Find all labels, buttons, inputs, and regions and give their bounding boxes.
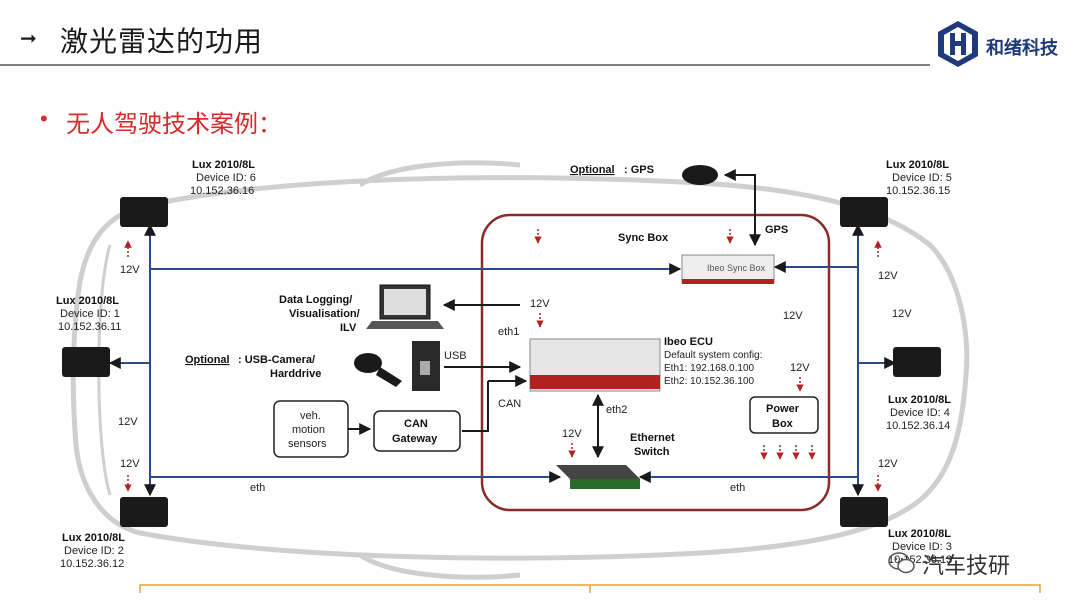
svg-text:ILV: ILV — [340, 322, 357, 334]
svg-text:veh.: veh. — [300, 410, 321, 422]
svg-text:Lux 2010/8L: Lux 2010/8L — [888, 394, 951, 406]
page-title: 激光雷达的功用 — [60, 26, 264, 57]
svg-text:: USB-Camera/: : USB-Camera/ — [238, 354, 315, 366]
svg-text:Eth2: 10.152.36.100: Eth2: 10.152.36.100 — [664, 376, 755, 387]
svg-text:Box: Box — [772, 418, 794, 430]
usb-camera: Optional : USB-Camera/ Harddrive USB — [185, 341, 522, 391]
svg-text:Eth1: 192.168.0.100: Eth1: 192.168.0.100 — [664, 363, 755, 374]
ecu-zone-frame — [480, 213, 831, 512]
svg-text:Lux 2010/8L: Lux 2010/8L — [62, 532, 125, 544]
svg-text:motion: motion — [292, 424, 325, 436]
svg-text:Device ID: 3: Device ID: 3 — [892, 541, 952, 553]
wechat-icon — [888, 552, 915, 574]
section-subtitle: 无人驾驶技术案例： — [66, 111, 282, 138]
svg-text:Lux 2010/8L: Lux 2010/8L — [192, 159, 255, 171]
ethernet-switch: Ethernet Switch eth eth — [250, 432, 745, 494]
svg-text:12V: 12V — [120, 458, 140, 470]
svg-text:12V: 12V — [120, 264, 140, 276]
svg-text:10.152.36.12: 10.152.36.12 — [60, 558, 124, 570]
svg-text:12V: 12V — [878, 270, 898, 282]
svg-text:eth: eth — [250, 482, 265, 494]
svg-text:Ibeo Sync Box: Ibeo Sync Box — [707, 263, 766, 273]
lidar-system-diagram: Lux 2010/8L Device ID: 6 10.152.36.16 Lu… — [56, 159, 1041, 593]
svg-text:Lux 2010/8L: Lux 2010/8L — [56, 295, 119, 307]
svg-text:Ethernet: Ethernet — [630, 432, 675, 444]
svg-text:Visualisation/: Visualisation/ — [289, 308, 360, 320]
svg-text:Optional: Optional — [185, 354, 230, 366]
lux-front-left-label: Lux 2010/8L Device ID: 6 10.152.36.16 — [190, 159, 256, 197]
lux-rear-left-label: Lux 2010/8L Device ID: 2 10.152.36.12 — [60, 532, 125, 570]
svg-text:Data Logging/: Data Logging/ — [279, 294, 352, 306]
svg-text:10.152.36.16: 10.152.36.16 — [190, 185, 254, 197]
bottom-brace — [139, 584, 1041, 593]
svg-text:12V: 12V — [783, 310, 803, 322]
bus-lines — [108, 223, 897, 497]
header-divider — [0, 64, 930, 66]
gps-module: Optional : GPS GPS — [570, 164, 788, 247]
svg-text:sensors: sensors — [288, 438, 327, 450]
lux-rear-right-label: Lux 2010/8L Device ID: 3 10.152.36.13 — [888, 528, 952, 566]
svg-text:Ibeo ECU: Ibeo ECU — [664, 336, 713, 348]
svg-text:Default system config:: Default system config: — [664, 350, 762, 361]
voltage-labels: 12V 12V 12V 12V 12V 12V 12V 12V 12V 12V — [118, 264, 912, 470]
svg-text:12V: 12V — [790, 362, 810, 374]
svg-text:Gateway: Gateway — [392, 433, 438, 445]
arrow-right-icon: ➞ — [20, 28, 37, 50]
svg-text:CAN: CAN — [498, 398, 521, 410]
svg-text:Harddrive: Harddrive — [270, 368, 321, 380]
svg-text:eth1: eth1 — [498, 326, 519, 338]
svg-text:eth: eth — [730, 482, 745, 494]
svg-text:10.152.36.14: 10.152.36.14 — [886, 420, 950, 432]
power-arrows — [124, 229, 882, 492]
power-box: Power Box — [749, 396, 819, 434]
svg-text:Device ID: 4: Device ID: 4 — [890, 407, 950, 419]
svg-text:Device ID: 5: Device ID: 5 — [892, 172, 952, 184]
svg-text:10.152.36.15: 10.152.36.15 — [886, 185, 950, 197]
car-outline — [70, 160, 970, 580]
sync-box: Sync Box Ibeo Sync Box — [618, 232, 775, 284]
svg-text:12V: 12V — [118, 416, 138, 428]
company-logo-icon — [938, 21, 978, 67]
lux-mid-right-label: Lux 2010/8L Device ID: 4 10.152.36.14 — [886, 394, 951, 432]
data-logging-laptop: Data Logging/ Visualisation/ ILV — [279, 284, 520, 334]
logo-text: 和绪科技 — [986, 38, 1058, 58]
lidar-sensors — [62, 197, 941, 527]
svg-text:GPS: GPS — [765, 224, 788, 236]
lux-front-right-label: Lux 2010/8L Device ID: 5 10.152.36.15 — [886, 159, 952, 197]
svg-text:12V: 12V — [530, 298, 550, 310]
svg-text:eth2: eth2 — [606, 404, 627, 416]
watermark-text: 汽车技研 — [922, 553, 1011, 578]
svg-text:Lux 2010/8L: Lux 2010/8L — [886, 159, 949, 171]
vehicle-motion-sensors: veh. motion sensors — [273, 400, 372, 458]
ibeo-ecu: Ibeo ECU Default system config: Eth1: 19… — [488, 326, 762, 459]
svg-text:12V: 12V — [562, 428, 582, 440]
svg-text:Device ID: 6: Device ID: 6 — [196, 172, 256, 184]
svg-text:12V: 12V — [892, 308, 912, 320]
svg-text:Lux 2010/8L: Lux 2010/8L — [888, 528, 951, 540]
svg-text:10.152.36.11: 10.152.36.11 — [58, 321, 121, 333]
svg-text:12V: 12V — [878, 458, 898, 470]
svg-text:Sync Box: Sync Box — [618, 232, 669, 244]
svg-text:: GPS: : GPS — [624, 164, 654, 176]
lux-mid-left-label: Lux 2010/8L Device ID: 1 10.152.36.11 — [56, 295, 121, 333]
svg-text:Power: Power — [766, 403, 800, 415]
bullet: • — [40, 106, 48, 131]
svg-text:Optional: Optional — [570, 164, 615, 176]
svg-text:Switch: Switch — [634, 446, 670, 458]
svg-text:Device ID: 2: Device ID: 2 — [64, 545, 124, 557]
svg-text:USB: USB — [444, 350, 467, 362]
svg-text:CAN: CAN — [404, 418, 428, 430]
can-gateway: CAN Gateway — [373, 381, 489, 452]
svg-text:Device ID: 1: Device ID: 1 — [60, 308, 120, 320]
